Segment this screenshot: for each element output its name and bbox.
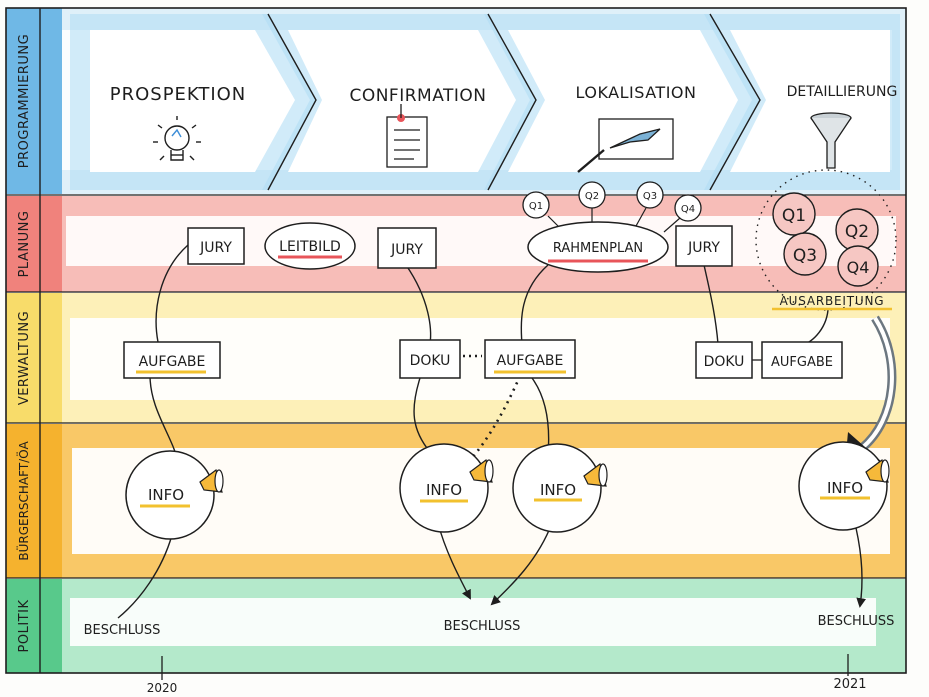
phase-title-lokalisation: LOKALISATION <box>576 83 697 102</box>
info-underlines <box>140 496 870 508</box>
lane-label-strip <box>5 7 907 674</box>
timeline-ticks <box>161 654 849 680</box>
year-label-2020: 2020 <box>147 681 178 695</box>
jury-box-2 <box>377 227 437 269</box>
phase-title-detaillierung: DETAILLIERUNG <box>787 84 898 100</box>
aufgabe-label-3: AUFGABE <box>771 355 833 370</box>
detail-quarter-q4: Q4 <box>847 258 870 277</box>
info-circles <box>125 441 888 540</box>
detail-quarter-circles <box>772 192 879 287</box>
jury-label-2: JURY <box>390 242 423 258</box>
quarter-label-q3: Q3 <box>643 191 657 202</box>
info-label-4: INFO <box>827 479 863 497</box>
map-board-icon <box>577 118 674 173</box>
lane-label-politik: POLITIK <box>17 600 32 653</box>
lane-label-buergerschaft: BÜRGERSCHAFT/ÖA <box>15 441 31 561</box>
quarter-label-q4: Q4 <box>681 204 695 215</box>
phase-title-prospektion: PROSPEKTION <box>110 84 247 105</box>
info-label-1: INFO <box>148 486 184 504</box>
beschluss-label-1: BESCHLUSS <box>84 623 161 638</box>
quarter-label-q2: Q2 <box>585 191 599 202</box>
info-label-3: INFO <box>540 481 576 499</box>
megaphone-icons <box>199 458 890 493</box>
lightbulb-icon <box>153 116 201 161</box>
phase-title-confirmation: CONFIRMATION <box>349 86 486 106</box>
rahmenplan-label: RAHMENPLAN <box>553 241 643 256</box>
leitbild-label: LEITBILD <box>279 239 341 255</box>
lane-politik <box>40 579 906 673</box>
detail-quarters-boundary <box>755 169 897 311</box>
doku-box-1 <box>399 339 461 379</box>
aufgabe-label-2: AUFGABE <box>497 353 564 369</box>
detail-quarter-q2: Q2 <box>845 222 869 242</box>
beschluss-label-3: BESCHLUSS <box>818 614 895 629</box>
lane-programmierung <box>40 8 906 194</box>
ausarbeitung-label: AUSARBEITUNG <box>780 294 885 308</box>
year-label-2021: 2021 <box>833 677 866 692</box>
jury-box-1 <box>187 227 245 265</box>
quarter-bubbles <box>522 181 702 233</box>
lane-label-programmierung: PROGRAMMIERUNG <box>17 34 32 168</box>
funnel-icon <box>810 112 852 169</box>
detail-quarter-q3: Q3 <box>793 246 817 266</box>
info-label-2: INFO <box>426 481 462 499</box>
jury-label-3: JURY <box>687 240 720 256</box>
detail-quarter-q1: Q1 <box>782 206 806 226</box>
quarter-label-q1: Q1 <box>529 201 543 212</box>
document-icon <box>386 104 428 168</box>
doku-label-1: DOKU <box>410 353 451 369</box>
lane-label-verwaltung: VERWALTUNG <box>17 311 32 405</box>
jury-box-3 <box>675 225 733 267</box>
beschluss-label-2: BESCHLUSS <box>444 619 521 634</box>
lane-label-planung: PLANUNG <box>17 211 32 278</box>
aufgabe-label-1: AUFGABE <box>139 354 206 370</box>
jury-label-1: JURY <box>199 240 232 256</box>
doku-label-2: DOKU <box>704 354 745 370</box>
doku-box-2 <box>695 341 753 379</box>
aufgabe-box-3 <box>761 341 843 379</box>
